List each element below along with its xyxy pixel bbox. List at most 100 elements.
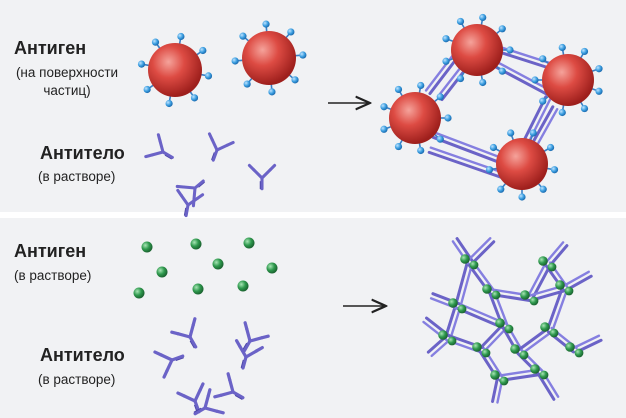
particle-spike-tip	[485, 166, 494, 174]
particle-spike-tip	[204, 72, 213, 80]
particle-spike-tip	[539, 97, 547, 105]
particle-spike-tip	[177, 32, 185, 41]
antibody-arm	[238, 344, 248, 359]
particle-spike-tip	[518, 193, 526, 201]
lattice-antigen	[529, 296, 539, 306]
antibody	[242, 321, 270, 353]
particle-body	[148, 43, 202, 97]
soluble-antigen-dot	[141, 241, 153, 253]
lattice-antigen	[490, 370, 500, 380]
soluble-antigen-dot	[266, 262, 278, 274]
antibody-arm	[244, 349, 259, 359]
antibody-arm-tip	[176, 188, 183, 198]
antibody-arm	[215, 143, 229, 152]
antibody-arm-tip	[198, 382, 205, 392]
particle-spike-tip	[498, 67, 506, 75]
antibody-arm	[203, 406, 219, 413]
precipitate-lattice	[422, 237, 603, 404]
antibody-arm-tip	[213, 393, 223, 399]
particle-spike-tip	[299, 51, 307, 59]
antibody-arm-tip	[268, 163, 277, 172]
antibody-arm	[248, 336, 264, 343]
antibody-arm-tip	[247, 163, 256, 172]
particle-spike-tip	[498, 25, 506, 33]
lattice-antigen	[510, 344, 520, 354]
particle-body	[389, 92, 441, 144]
antibody-stem	[193, 406, 207, 416]
particle-spike-tip	[165, 99, 173, 108]
antigen-note-top-line1: (на поверхности	[15, 65, 119, 80]
antigen-title-bottom: Антиген	[14, 241, 87, 261]
antibody-chain	[189, 340, 195, 349]
particle-spike-tip	[497, 185, 505, 193]
antibody-arm	[176, 332, 192, 339]
particle-spike-tip	[143, 85, 151, 94]
antibody-bridge	[517, 326, 551, 352]
particle-body	[542, 54, 594, 106]
particle-spike-tip	[394, 85, 403, 94]
antibody-arm	[186, 196, 199, 207]
particle-body	[451, 24, 503, 76]
antibody	[234, 339, 264, 370]
antibody-bridge	[444, 303, 458, 339]
lattice-antigen	[520, 290, 530, 300]
particle-spike-tip	[558, 108, 566, 117]
lattice-antigen	[491, 290, 501, 300]
lattice-antigen	[469, 260, 479, 270]
antibodies-bottom	[153, 317, 270, 416]
antigen-particle	[442, 13, 514, 87]
antibody-arm	[228, 378, 235, 394]
antigen-note-top-line2: частиц)	[43, 83, 91, 98]
antibodies-top	[144, 132, 277, 218]
lattice-antigen	[530, 364, 540, 374]
antibody	[176, 188, 205, 218]
antibody-arm	[260, 168, 272, 180]
lattice-antigen	[481, 348, 491, 358]
particle-spike-tip	[531, 76, 539, 84]
antibody-arm-tip	[215, 409, 225, 415]
antibody-bridge	[430, 338, 451, 358]
particle-body	[496, 138, 548, 190]
lattice-antigen	[564, 286, 574, 296]
antibody-bridge	[454, 259, 470, 307]
antibody-bridge	[478, 322, 505, 350]
particle-spike-tip	[539, 55, 547, 63]
antibody-arm-tip	[260, 334, 270, 340]
bottom-panel-precipitation	[0, 218, 626, 418]
particle-spike-tip	[580, 47, 589, 56]
particle-body	[242, 31, 296, 85]
antibody-arm	[210, 138, 219, 152]
antibody-arm	[182, 185, 197, 190]
antibody-stem	[161, 150, 174, 159]
particle-spike-tip	[380, 125, 388, 133]
particle-spike-tip	[380, 103, 388, 111]
antibody-arm	[219, 390, 235, 397]
particle-spike-tip	[507, 129, 515, 137]
antibody-arm	[203, 394, 210, 410]
antigen-title-top: Антиген	[14, 38, 87, 58]
antibody-title-top: Антитело	[40, 143, 125, 163]
antibody-bridge	[427, 150, 506, 180]
lattice-antigen	[504, 324, 514, 334]
antibody-chain	[240, 359, 244, 368]
antibody-arm-tip	[206, 388, 212, 398]
antibody-arm-tip	[156, 133, 162, 143]
antibody-stem	[170, 354, 185, 362]
antibody-arm-tip	[153, 350, 163, 357]
particle-spike-tip	[417, 81, 425, 90]
antigen-particles-top	[137, 20, 307, 108]
antibody-arm	[150, 150, 165, 157]
antibody-arm	[252, 168, 264, 180]
soluble-antigen-dot	[156, 266, 168, 278]
particle-spike-tip	[444, 114, 452, 122]
antibody-bridge	[532, 105, 555, 143]
antibody-arm	[182, 394, 197, 403]
antibody-stem	[188, 335, 198, 349]
antibody-bridge	[482, 326, 509, 353]
antibody-chain	[211, 152, 215, 160]
antibody-bridge	[467, 237, 492, 262]
particle-spike-tip	[539, 185, 547, 193]
lattice-antigen	[574, 348, 584, 358]
antibody	[144, 133, 174, 160]
antibody-arm	[159, 353, 174, 362]
